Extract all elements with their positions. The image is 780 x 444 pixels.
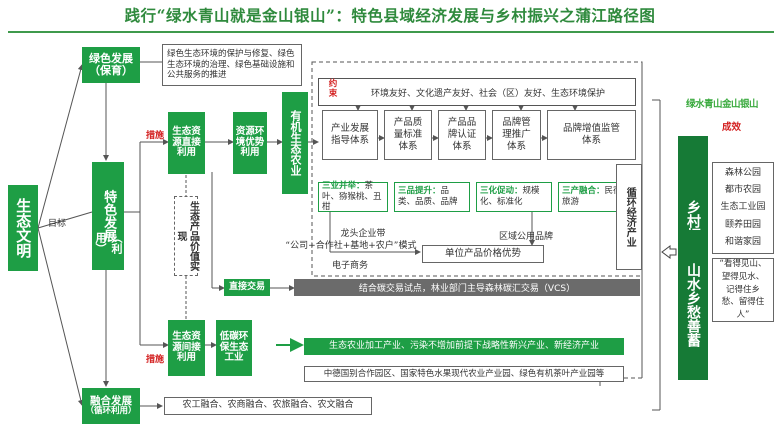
- result-item: 和谐家园: [724, 236, 761, 247]
- result-item: 都市农园: [724, 185, 761, 196]
- value-realization-box: 生态产品价值实现: [174, 196, 199, 276]
- tag-three-fusion-head: 三产融合：: [562, 186, 605, 197]
- low-carbon-industry-box: 低碳环保生态工业: [216, 320, 252, 376]
- green-development-box: 绿色发展 （保育）: [82, 47, 140, 83]
- leader-enterprise-label: 龙头企业带: [340, 229, 386, 239]
- system-box-3: 产品品牌认证体系: [438, 110, 486, 160]
- circular-economy-text: 循环经济产业: [624, 187, 636, 247]
- goal-label: 目标: [48, 219, 67, 229]
- fusion-description-box: 农工融合、农商融合、农旅融合、农文融合: [164, 397, 372, 415]
- tag-three-industries-text: 茶叶、猕猴桃、丑柑: [322, 181, 382, 213]
- logo-text: 绿水青山金山银山: [685, 99, 759, 110]
- result-item: 森林公园: [724, 167, 761, 178]
- tag-three-industries-head: 三业并举：: [322, 181, 365, 192]
- tag-three-drivers-text: 规模化、标准化: [480, 186, 540, 207]
- fusion-development-title: 融合发展: [90, 394, 132, 407]
- tag-three-upgrades: 三品提升：品类、品质、品牌: [394, 182, 470, 212]
- advantage-use-box: 资源环境优势利用: [233, 112, 267, 174]
- carbon-trade-bar: 结合碳交易试点，林业部门主导森林碳汇交易（VCS）: [294, 279, 640, 296]
- tag-three-industries: 三业并举：茶叶、猕猴桃、丑柑: [318, 181, 388, 213]
- tag-three-drivers: 三化促动：规模化、标准化: [476, 182, 552, 212]
- system-box-1: 产业发展指导体系: [322, 110, 378, 160]
- tag-three-upgrades-head: 三品提升：: [398, 186, 441, 197]
- special-development-box: 特色发展: [92, 162, 124, 270]
- nostalgia-box: 山水乡愁善蓄: [678, 230, 708, 380]
- nostalgia-text: 山水乡愁善蓄: [685, 263, 701, 347]
- result-item: 颐养田园: [724, 219, 761, 230]
- special-development-subtitle: （利用）: [94, 232, 123, 254]
- measure-label-bottom: 措施: [146, 355, 165, 365]
- leader-model-label: “公司+合作社+基地+农户”模式: [285, 241, 417, 251]
- title-divider: [8, 31, 774, 33]
- page-title: 践行“绿水青山就是金山银山”：特色县域经济发展与乡村振兴之蒲江路径图: [124, 6, 656, 25]
- tag-three-drivers-head: 三化促动：: [480, 186, 523, 197]
- value-realization-text: 生态产品价值实现: [175, 201, 199, 271]
- direct-trade-box: 直接交易: [224, 279, 270, 296]
- constraint-box: [318, 78, 636, 106]
- quote-box: “看得见山、望得见水、记得住乡愁、留得住人”: [712, 258, 774, 322]
- green-description-box: 绿色生态环境的保护与修复、绿色生态环境的治理、绿色基础设施和公共服务的推进: [162, 44, 302, 86]
- results-list-box: 森林公园 都市农园 生态工业园 颐养田园 和谐家园: [712, 162, 774, 254]
- direct-use-box: 生态资源直接利用: [168, 112, 205, 174]
- constraint-text: 环境友好、文化遗产友好、社会（区）友好、生态环境保护: [370, 89, 605, 99]
- fusion-development-subtitle: （循环利用）: [85, 406, 137, 417]
- green-development-title: 绿色发展: [89, 51, 133, 65]
- achievement-label: 成效: [722, 122, 742, 133]
- indirect-use-box: 生态资源间接利用: [168, 320, 205, 376]
- circular-economy-box: 循环经济产业: [616, 164, 642, 270]
- eco-civilization-box: 生态文明: [8, 185, 38, 271]
- new-industry-bar: 生态农业加工产业、污染不增加前提下战略性新兴产业、新经济产业: [304, 338, 624, 355]
- organic-agriculture-box: 有机生态农业: [282, 92, 308, 194]
- result-item: 生态工业园: [720, 202, 766, 213]
- green-development-subtitle: （保育）: [89, 64, 133, 77]
- special-development-sub-wrap: （利用）: [92, 232, 124, 268]
- price-advantage-box: 单位产品价格优势: [422, 245, 544, 263]
- organic-agriculture-text: 有机生态农业: [289, 110, 303, 176]
- system-box-5: 品牌增值监管体系: [547, 110, 636, 160]
- tag-three-upgrades-text: 品类、品质、品牌: [398, 186, 458, 207]
- system-box-4: 品牌管理推广体系: [492, 110, 541, 160]
- special-development-title: 特色发展: [101, 190, 117, 242]
- constraint-label: 约束: [328, 79, 338, 99]
- system-box-2: 产品质量标准体系: [384, 110, 432, 160]
- fusion-development-box: 融合发展 （循环利用）: [82, 388, 140, 424]
- ecommerce-label: 电子商务: [331, 261, 368, 271]
- parks-box: 中德国别合作园区、国家特色水果现代农业产业园、绿色有机茶叶产业园等: [304, 366, 624, 382]
- regional-brand-label: 区域公用品牌: [498, 232, 553, 242]
- measure-label-top: 措施: [146, 131, 165, 141]
